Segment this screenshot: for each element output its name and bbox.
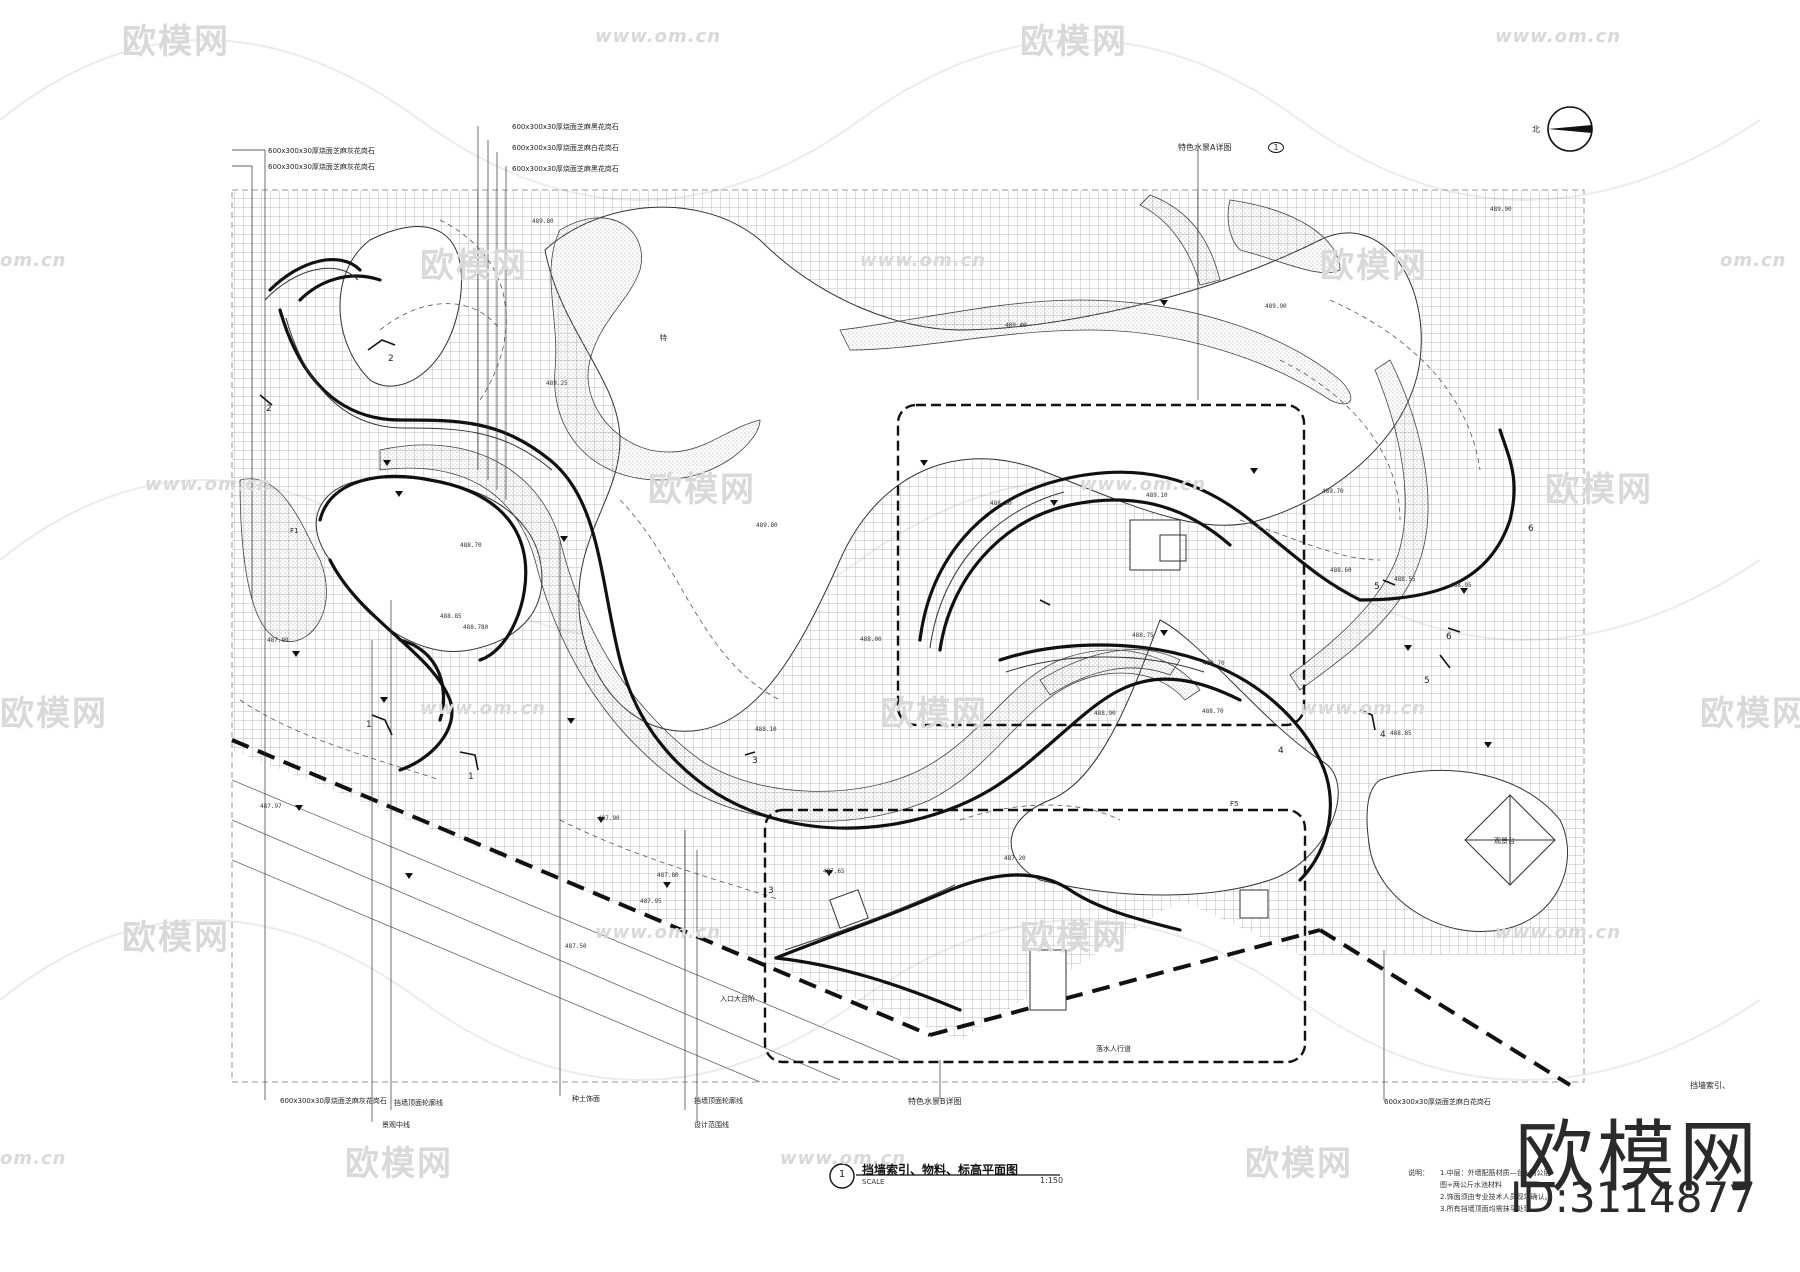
detail-a-label: 特色水景A详图 bbox=[1178, 143, 1232, 152]
elevation-label: 488.90 bbox=[1094, 710, 1116, 717]
elevation-label: 488.70 bbox=[1202, 708, 1224, 715]
elevation-label: 487.99 bbox=[267, 637, 289, 644]
elevation-label: 487.90 bbox=[598, 815, 620, 822]
section-mark: 2 bbox=[388, 354, 394, 364]
bottom-label: 挡墙顶面轮廓线 bbox=[394, 1099, 443, 1107]
notes-heading: 说明： bbox=[1408, 1169, 1429, 1177]
place-label: F1 bbox=[290, 527, 299, 535]
section-markers bbox=[259, 339, 1461, 771]
section-mark: 4 bbox=[1278, 746, 1284, 756]
elevation-label: 489.90 bbox=[1265, 303, 1287, 310]
title-index-number: 1 bbox=[838, 1169, 846, 1180]
retaining-walls bbox=[268, 258, 1516, 1012]
elevation-label: 489.80 bbox=[756, 522, 778, 529]
bottom-label: 景观中线 bbox=[382, 1121, 410, 1129]
elevation-label: 489.10 bbox=[1146, 492, 1168, 499]
road-boundary bbox=[231, 738, 1572, 1087]
detail-b-label: 特色水景B详图 bbox=[908, 1097, 962, 1106]
elevation-label: 488.75 bbox=[1132, 632, 1154, 639]
bottom-label: 设计范围线 bbox=[694, 1121, 729, 1129]
drawing-title: 挡墙索引、物料、标高平面图 bbox=[862, 1163, 1019, 1177]
section-mark: 6 bbox=[1446, 632, 1452, 642]
title-index-circle bbox=[829, 1163, 855, 1189]
elevation-label: 487.50 bbox=[565, 943, 587, 950]
section-mark: 5 bbox=[1424, 676, 1430, 686]
feature-squares bbox=[829, 519, 1269, 1011]
bottom-label: 600x300x30厚烧面芝麻灰花岗石 bbox=[280, 1097, 387, 1105]
note-line: 3.所有挡墙顶面均需抹平处理。 bbox=[1440, 1205, 1538, 1213]
elevation-label: 488.85 bbox=[440, 613, 462, 620]
model-id: ID:3114877 bbox=[1510, 1173, 1756, 1222]
elevation-markers bbox=[292, 300, 1492, 888]
elevation-label: 488.780 bbox=[463, 624, 489, 631]
elevation-label: 487.95 bbox=[640, 898, 662, 905]
elevation-label: 488.30 bbox=[990, 500, 1012, 507]
bottom-label: 600x300x30厚烧面芝麻白花岗石 bbox=[1384, 1098, 1491, 1106]
elevation-label: 487.20 bbox=[1004, 855, 1026, 862]
material-label: 600x300x30厚烧面芝麻灰花岗石 bbox=[268, 163, 375, 171]
contour-lines bbox=[239, 219, 1481, 901]
leader-lines bbox=[232, 126, 1385, 1123]
elevation-label: 488.00 bbox=[860, 636, 882, 643]
section-mark: 6 bbox=[1528, 524, 1534, 534]
note-line: 1.中层：外墙配筋材质—台+两公层 bbox=[1440, 1169, 1551, 1177]
bottom-label: 种土饰面 bbox=[572, 1095, 600, 1103]
place-label: F5 bbox=[1230, 800, 1239, 808]
bottom-label: 挡墙顶面轮廓线 bbox=[694, 1097, 743, 1105]
place-label: 入口大台阶 bbox=[720, 995, 755, 1003]
section-mark: 3 bbox=[752, 756, 758, 766]
corner-label: 挡墙索引、 bbox=[1690, 1081, 1730, 1090]
elevation-label: 488.55 bbox=[1394, 576, 1416, 583]
elevation-label: 489.90 bbox=[1490, 206, 1512, 213]
elevation-label: 489.40 bbox=[1005, 322, 1027, 329]
north-label: 北 bbox=[1532, 125, 1540, 134]
section-mark: 3 bbox=[768, 886, 774, 896]
detail-a-number: 1 bbox=[1268, 142, 1284, 153]
north-arrow-icon bbox=[1547, 106, 1593, 152]
section-mark: 5 bbox=[1374, 582, 1380, 592]
elevation-label: 487.65 bbox=[823, 868, 845, 875]
detail-box-b bbox=[763, 808, 1307, 1064]
elevation-label: 488.95 bbox=[1450, 582, 1472, 589]
place-label: 落水人行道 bbox=[1096, 1045, 1131, 1053]
section-mark: 2 bbox=[266, 404, 272, 414]
section-mark: 4 bbox=[1380, 730, 1386, 740]
elevation-label: 488.60 bbox=[1330, 567, 1352, 574]
scale-label: SCALE bbox=[862, 1178, 885, 1186]
elevation-label: 488.70 bbox=[1203, 660, 1225, 667]
elevation-label: 489.70 bbox=[1322, 488, 1344, 495]
place-label: 特 bbox=[660, 334, 667, 342]
elevation-label: 487.80 bbox=[657, 872, 679, 879]
planting-bands bbox=[239, 194, 1429, 822]
material-label: 600x300x30厚烧面芝麻灰花岗石 bbox=[268, 147, 375, 155]
retaining-walls-thin bbox=[264, 267, 1205, 951]
viewing-platform bbox=[1464, 794, 1556, 886]
section-mark: 1 bbox=[468, 772, 474, 782]
scale-ratio: 1:150 bbox=[1040, 1176, 1064, 1185]
elevation-label: 488.10 bbox=[755, 726, 777, 733]
detail-box-a bbox=[896, 403, 1306, 727]
elevation-label: 489.25 bbox=[546, 380, 568, 387]
road-lines bbox=[231, 779, 901, 1083]
material-label: 600x300x30厚烧面芝麻黑花岗石 bbox=[512, 165, 619, 173]
place-label: 观景台 bbox=[1494, 837, 1515, 845]
brand-logo-text: 欧模网 bbox=[1515, 1113, 1762, 1203]
elevation-label: 489.80 bbox=[532, 218, 554, 225]
material-label: 600x300x30厚烧面芝麻白花岗石 bbox=[512, 144, 619, 152]
elevation-label: 487.97 bbox=[260, 803, 282, 810]
note-line: 图+两公斤水池材料 bbox=[1440, 1181, 1502, 1189]
section-mark: 1 bbox=[366, 720, 372, 730]
elevation-label: 488.70 bbox=[460, 542, 482, 549]
note-line: 2.饰面须由专业技术人员现场确认。 bbox=[1440, 1193, 1552, 1201]
material-label: 600x300x30厚烧面芝麻黑花岗石 bbox=[512, 123, 619, 131]
elevation-label: 488.85 bbox=[1390, 730, 1412, 737]
